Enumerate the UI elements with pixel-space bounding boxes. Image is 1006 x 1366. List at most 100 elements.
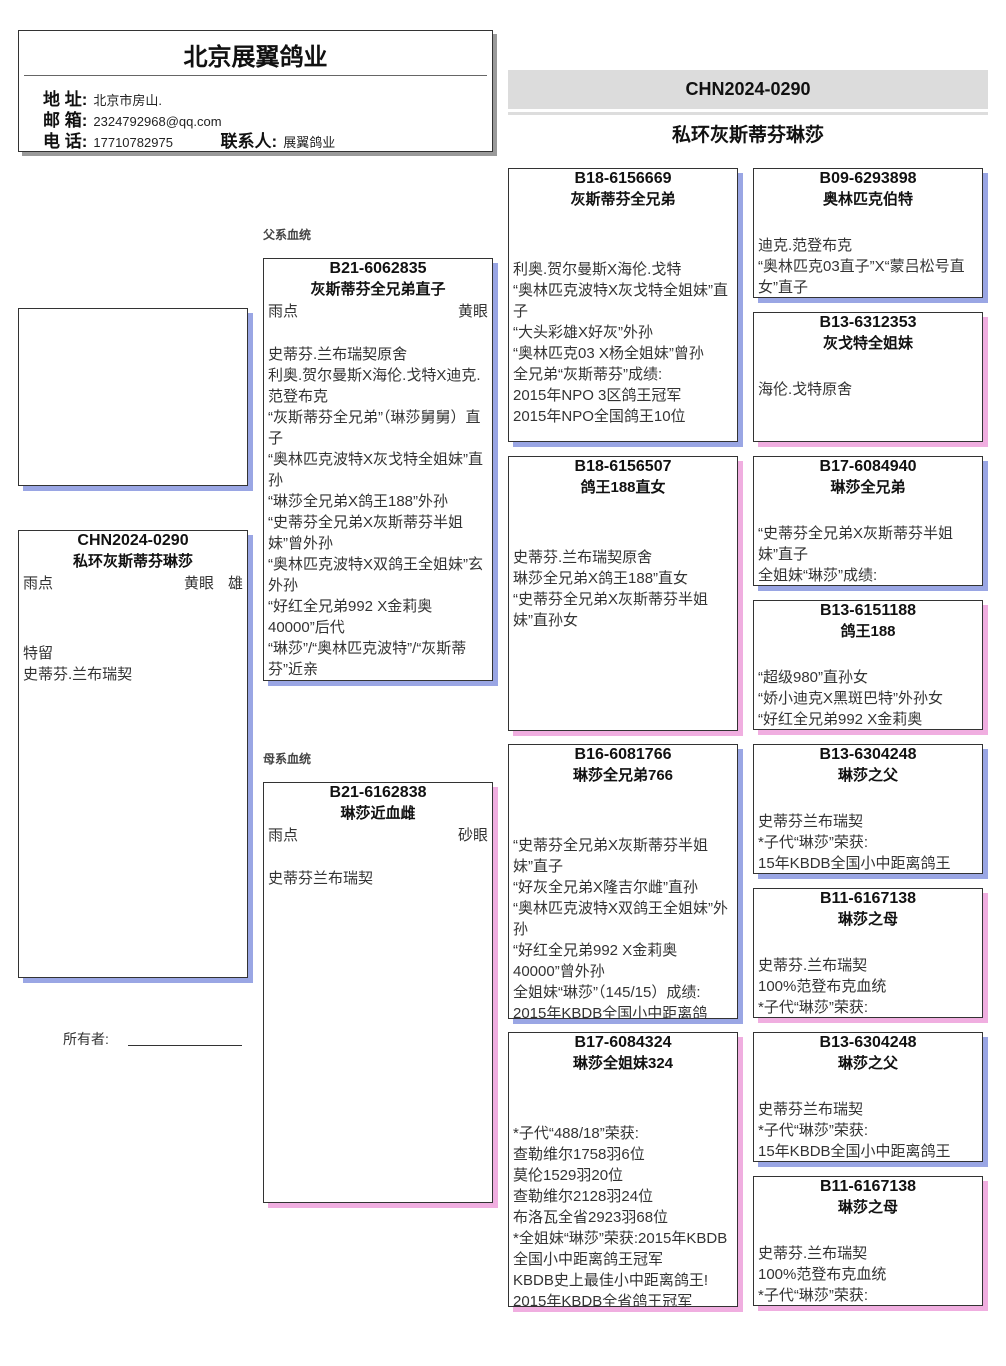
note-line: 2015年NPO全国鸽王10位	[513, 408, 686, 425]
note-line: “琳莎全兄弟X鸽王188”外孙	[268, 493, 449, 510]
note-line: 史蒂芬.兰布瑞契	[23, 666, 133, 683]
notes: 特留史蒂芬.兰布瑞契	[19, 601, 247, 685]
note-line: “史蒂芬全兄弟X灰斯蒂芬半姐妹”曾外孙	[268, 514, 464, 552]
address-line: 地 址: 北京市房山.	[43, 85, 162, 110]
eye-sex-group: 黄眼雄	[184, 573, 243, 595]
address-label: 地 址:	[43, 90, 88, 109]
note-line: 史蒂芬兰布瑞契	[758, 813, 864, 830]
pigeon-name: 琳莎之母	[837, 911, 898, 928]
note-line: 全兄弟“灰斯蒂芬”成绩:	[513, 366, 663, 383]
note-line: 史蒂芬.兰布瑞契	[758, 957, 868, 974]
ring-number: B17-6084940	[819, 458, 917, 475]
dss-card[interactable]: B13-6304248 琳莎之父史蒂芬兰布瑞契*子代“琳莎”荣获:15年KBDB全…	[753, 744, 983, 874]
note-line: 15年KBDB全国小中距离鸽王	[758, 855, 951, 872]
contact-value: 展翼鸽业	[283, 135, 336, 150]
notes: 史蒂芬.兰布瑞契原舍利奥.贺尔曼斯X海伦.戈特X迪克.范登布克“灰斯蒂芬全兄弟”…	[264, 323, 492, 680]
title-divider	[508, 112, 988, 115]
note-line: “史蒂芬全兄弟X灰斯蒂芬半姐妹”直孙女	[513, 591, 709, 629]
ring-number: B11-6167138	[819, 890, 917, 907]
note-line: 利奥.贺尔曼斯X海伦.戈特X迪克.范登布克	[268, 367, 481, 405]
note-line: 琳莎全兄弟X鸽王188”直女	[513, 570, 689, 587]
notes: 史蒂芬兰布瑞契*子代“琳莎”荣获:15年KBDB全国小中距离鸽王	[754, 811, 982, 873]
ring-number: B13-6304248	[819, 746, 917, 763]
color-eye-row: 雨点黄眼雄	[19, 573, 247, 595]
ssd-card[interactable]: B13-6312353 灰戈特全姐妹海伦.戈特原舍	[753, 312, 983, 442]
notes: “史蒂芬全兄弟X灰斯蒂芬半姐妹”直子“好灰全兄弟X隆吉尔雌”直孙“奥林匹克波特X…	[509, 835, 737, 1018]
ring-number: B21-6062835	[329, 260, 427, 277]
pigeon-name: 琳莎之父	[837, 1055, 898, 1072]
eye-type: 砂眼	[457, 827, 488, 844]
eye-type: 黄眼	[457, 303, 488, 320]
note-line: *子代“琳莎”荣获:	[758, 999, 868, 1016]
note-line: 特留	[23, 645, 54, 662]
note-line: 布洛瓦全省2923羽68位	[513, 1209, 669, 1226]
note-line: 2015年KBDB全省鸽王冠军	[513, 1293, 693, 1307]
ring-number: B13-6312353	[819, 314, 917, 331]
note-line: 海伦.戈特原舍	[758, 381, 853, 398]
notes: 海伦.戈特原舍	[754, 379, 982, 400]
eye-sex-group: 黄眼	[458, 301, 488, 323]
note-line: “娇小迪克X黑斑巴特”外孙女	[758, 690, 943, 707]
ring-number: B18-6156669	[574, 170, 672, 187]
pigeon-name: 琳莎之父	[837, 767, 898, 784]
note-line: “奥林匹克波特X灰戈特全姐妹”直子	[513, 282, 728, 320]
note-line	[268, 847, 488, 868]
photo-box	[18, 308, 248, 486]
eye-type: 黄眼	[183, 575, 214, 592]
notes: *子代“488/18”荣获:查勒维尔1758羽6位莫伦1529羽20位查勒维尔2…	[509, 1123, 737, 1307]
pigeon-name: 灰戈特全姐妹	[822, 335, 913, 352]
notes: 史蒂芬兰布瑞契 *子代“琳莎”荣获: 15年KBDB全国小中距离鸽王	[754, 1099, 982, 1161]
pigeon-name: 私环灰斯蒂芬琳莎	[72, 553, 193, 570]
ring-number: B18-6156507	[574, 458, 672, 475]
note-line: *子代“琳莎”荣获:	[758, 1122, 868, 1139]
note-line: “好红全兄弟992 X金莉奥	[758, 711, 923, 728]
phone-label: 电 话:	[43, 132, 88, 151]
note-line: 查勒维尔1758羽6位	[513, 1146, 645, 1163]
note-line: “奥林匹克波特X灰戈特全姐妹”直孙	[268, 451, 483, 489]
contact-label: 联系人:	[220, 132, 278, 151]
note-line: 史蒂芬兰布瑞契	[268, 870, 374, 887]
note-line: 2015年NPO 3区鸽王冠军	[513, 387, 682, 404]
pigeon-name: 琳莎近血雌	[340, 805, 416, 822]
note-line	[23, 601, 243, 622]
pigeon-name: 琳莎全兄弟766	[572, 767, 674, 784]
notes: 迪克.范登布克“奥林匹克03直子”X“蒙吕松号直女”直子	[754, 235, 982, 297]
owner-field: 所有者:	[63, 1029, 109, 1049]
note-line: *全姐妹“琳莎”荣获:2015年KBDB全国小中距离鸽王冠军	[513, 1230, 728, 1268]
sex: 雄	[227, 575, 243, 592]
dds-card[interactable]: B13-6304248 琳莎之父史蒂芬兰布瑞契 *子代“琳莎”荣获: 15年KBDB全…	[753, 1032, 983, 1162]
note-line: “奥林匹克波特X双鸽王全姐妹”外孙	[513, 900, 728, 938]
note-line: “史蒂芬全兄弟X灰斯蒂芬半姐妹”直子	[758, 525, 954, 563]
note-line: “好灰全兄弟X隆吉尔雌”直孙	[513, 879, 698, 896]
ring-number: B09-6293898	[819, 170, 917, 187]
email-line: 邮 箱:2324792968@qq.com	[43, 106, 222, 131]
pigeon-name: 鸽王188直女	[580, 479, 666, 496]
address-value: 北京市房山.	[93, 93, 163, 108]
note-line: *子代“488/18”荣获:	[513, 1125, 639, 1142]
email-value: 2324792968@qq.com	[93, 114, 222, 129]
sire-dam-card[interactable]: B18-6156507 鸽王188直女史蒂芬.兰布瑞契原舍琳莎全兄弟X鸽王188”…	[508, 456, 738, 731]
plumage-color: 雨点	[268, 827, 299, 844]
breeder-header: 北京展翼鸽业 地 址:北京市房山. 邮 箱:2324792968@qq.com …	[18, 30, 493, 152]
notes: 史蒂芬.兰布瑞契原舍琳莎全兄弟X鸽王188”直女“史蒂芬全兄弟X灰斯蒂芬半姐妹”…	[509, 547, 737, 631]
ring-number: B13-6304248	[819, 1034, 917, 1051]
pigeon-name: 琳莎之母	[837, 1199, 898, 1216]
note-line: 利奥.贺尔曼斯X海伦.戈特	[513, 261, 682, 278]
note-line: 史蒂芬兰布瑞契	[758, 1101, 864, 1118]
notes: “史蒂芬全兄弟X灰斯蒂芬半姐妹”直子全姐妹“琳莎”成绩:	[754, 523, 982, 585]
sire-line-label: 父系血统	[263, 228, 312, 242]
note-line: 15年KBDB全国小中距离鸽王	[758, 1143, 951, 1160]
